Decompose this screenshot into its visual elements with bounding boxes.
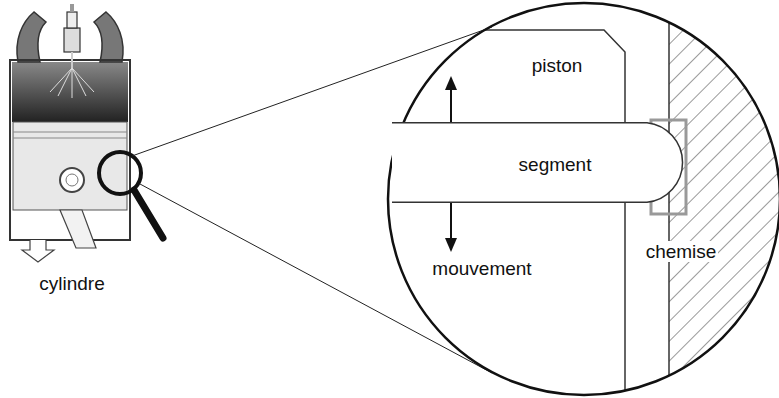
magnifier-circle — [388, 3, 779, 395]
part-label: chemise — [644, 241, 719, 262]
ring-segment: segment — [392, 122, 688, 203]
magnified-view — [380, 0, 779, 398]
part-label: mouvement — [432, 259, 531, 278]
part-label: segment — [519, 155, 592, 174]
part-label: cylindre — [39, 274, 104, 293]
part-label: piston — [532, 56, 583, 75]
